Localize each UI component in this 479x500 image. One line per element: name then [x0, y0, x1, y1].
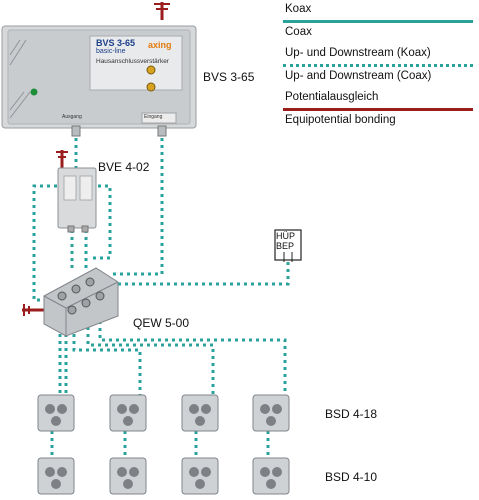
legend-coax-en: Coax — [285, 26, 312, 38]
amplifier-port-in: Eingang — [144, 114, 163, 120]
amplifier-port-out: Ausgang — [62, 114, 82, 120]
legend-coax-de: Koax — [285, 3, 312, 15]
legend-row-pa-de: Potentialausgleich — [283, 88, 473, 111]
amplifier-label: BVS 3-65 — [203, 70, 255, 84]
bonding-box — [274, 229, 302, 262]
multiswitch-label: QEW 5-00 — [133, 316, 190, 330]
socket-row-1 — [37, 394, 290, 432]
legend-pa-de: Potentialausgleich — [285, 91, 379, 103]
legend-row-coax-de: Koax — [283, 0, 473, 23]
bonding-label-bep: BEP — [276, 241, 295, 251]
legend-solid-red-line — [283, 108, 473, 111]
socket-row-2-label: BSD 4-10 — [325, 470, 378, 484]
splitter-device — [56, 150, 97, 233]
legend-row-updown-de: Up- und Downstream (Koax) — [283, 44, 473, 67]
legend-row-coax-en: Coax — [283, 22, 473, 44]
legend-solid-teal-line — [283, 20, 473, 23]
amplifier-line: basic-line — [96, 48, 126, 55]
bonding-label-hup: HÜP — [276, 231, 296, 241]
legend-dotted-teal-line — [283, 64, 473, 67]
ground-symbol-top — [154, 2, 170, 20]
amplifier-model: BVS 3-65 — [96, 38, 136, 48]
legend-updown-de: Up- und Downstream (Koax) — [285, 47, 431, 59]
socket-row-1-label: BSD 4-18 — [325, 407, 378, 421]
legend-updown-en: Up- and Downstream (Coax) — [285, 70, 432, 82]
legend: Koax Coax Up- und Downstream (Koax) Up- … — [283, 0, 473, 132]
multiswitch-device — [22, 267, 119, 337]
socket-row-2 — [37, 457, 290, 495]
amplifier-desc: Hausanschlussverstärker — [96, 58, 169, 65]
legend-row-pa-en: Equipotential bonding — [283, 110, 473, 132]
amplifier-brand: axing — [148, 40, 172, 50]
legend-row-updown-en: Up- and Downstream (Coax) — [283, 66, 473, 88]
splitter-label: BVE 4-02 — [98, 160, 150, 174]
legend-pa-en: Equipotential bonding — [285, 114, 396, 126]
amplifier-device — [1, 25, 197, 137]
